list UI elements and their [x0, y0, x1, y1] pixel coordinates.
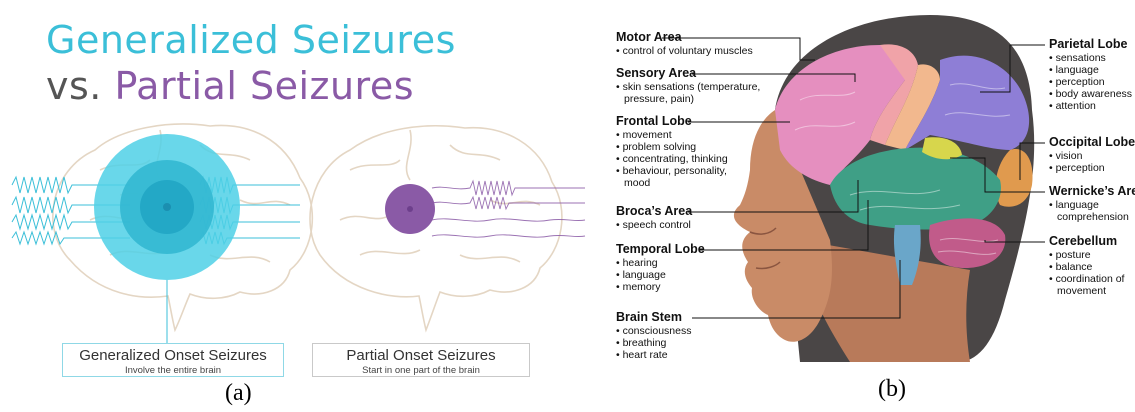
label-motor-area: Motor Area • control of voluntary muscle… [616, 30, 753, 57]
label-occipital-lobe: Occipital Lobe • vision • perception [1049, 135, 1135, 174]
motor-area-item: • control of voluntary muscles [616, 45, 753, 57]
cerebellum-item: • posture [1049, 249, 1124, 261]
frontal-lobe-item: • movement [616, 129, 728, 141]
frontal-lobe-title: Frontal Lobe [616, 114, 728, 129]
wernicke-area-title: Wernicke’s Area [1049, 184, 1135, 199]
partial-caption-sub: Start in one part of the brain [313, 365, 529, 376]
generalized-onset-caption: Generalized Onset Seizures Involve the e… [62, 343, 284, 377]
brain-stem-item: • heart rate [616, 349, 691, 361]
occipital-lobe-item: • perception [1049, 162, 1135, 174]
partial-caption-heading: Partial Onset Seizures [313, 347, 529, 364]
brain-stem-title: Brain Stem [616, 310, 691, 325]
label-broca-area: Broca’s Area • speech control [616, 204, 692, 231]
cerebellum-item: • coordination of [1049, 273, 1124, 285]
generalized-caption-heading: Generalized Onset Seizures [63, 347, 283, 364]
temporal-lobe-item: • memory [616, 281, 705, 293]
frontal-lobe-item: • behaviour, personality, [616, 165, 728, 177]
sensory-area-item: pressure, pain) [616, 93, 760, 105]
label-wernicke-area: Wernicke’s Area • language comprehension [1049, 184, 1135, 223]
broca-area-title: Broca’s Area [616, 204, 692, 219]
label-sensory-area: Sensory Area • skin sensations (temperat… [616, 66, 760, 105]
brain-stem-item: • breathing [616, 337, 691, 349]
sensory-area-title: Sensory Area [616, 66, 760, 81]
partial-onset-caption: Partial Onset Seizures Start in one part… [312, 343, 530, 377]
parietal-lobe-item: • body awareness [1049, 88, 1132, 100]
wernicke-area-item: • language [1049, 199, 1135, 211]
figure-label-b: (b) [878, 376, 906, 403]
frontal-lobe-item: • concentrating, thinking [616, 153, 728, 165]
broca-area-item: • speech control [616, 219, 692, 231]
frontal-lobe-item: • problem solving [616, 141, 728, 153]
cerebellum-item: movement [1049, 285, 1124, 297]
parietal-lobe-title: Parietal Lobe [1049, 37, 1132, 52]
label-cerebellum: Cerebellum • posture • balance • coordin… [1049, 234, 1124, 297]
wernicke-area-item: comprehension [1049, 211, 1135, 223]
generalized-onset-circles [94, 134, 240, 280]
label-frontal-lobe: Frontal Lobe • movement • problem solvin… [616, 114, 728, 189]
motor-area-title: Motor Area [616, 30, 753, 45]
partial-onset-circle [385, 184, 435, 234]
generalized-caption-sub: Involve the entire brain [63, 365, 283, 376]
label-temporal-lobe: Temporal Lobe • hearing • language • mem… [616, 242, 705, 293]
parietal-lobe-item: • language [1049, 64, 1132, 76]
panel-b-brain-anatomy: Motor Area • control of voluntary muscle… [600, 0, 1135, 412]
sensory-area-item: • skin sensations (temperature, [616, 81, 760, 93]
temporal-lobe-item: • language [616, 269, 705, 281]
occipital-lobe-title: Occipital Lobe [1049, 135, 1135, 150]
label-brain-stem: Brain Stem • consciousness • breathing •… [616, 310, 691, 361]
brain-stem-item: • consciousness [616, 325, 691, 337]
frontal-lobe-item: mood [616, 177, 728, 189]
label-parietal-lobe: Parietal Lobe • sensations • language • … [1049, 37, 1132, 112]
parietal-lobe-item: • sensations [1049, 52, 1132, 64]
temporal-lobe-title: Temporal Lobe [616, 242, 705, 257]
panel-a-seizure-comparison: Generalized Seizures vs. Partial Seizure… [0, 0, 600, 412]
parietal-lobe-item: • attention [1049, 100, 1132, 112]
cerebellum-item: • balance [1049, 261, 1124, 273]
cerebellum-title: Cerebellum [1049, 234, 1124, 249]
temporal-lobe-item: • hearing [616, 257, 705, 269]
figure-label-a: (a) [225, 380, 252, 407]
parietal-lobe-item: • perception [1049, 76, 1132, 88]
right-brain-outline [310, 126, 562, 330]
occipital-lobe-item: • vision [1049, 150, 1135, 162]
